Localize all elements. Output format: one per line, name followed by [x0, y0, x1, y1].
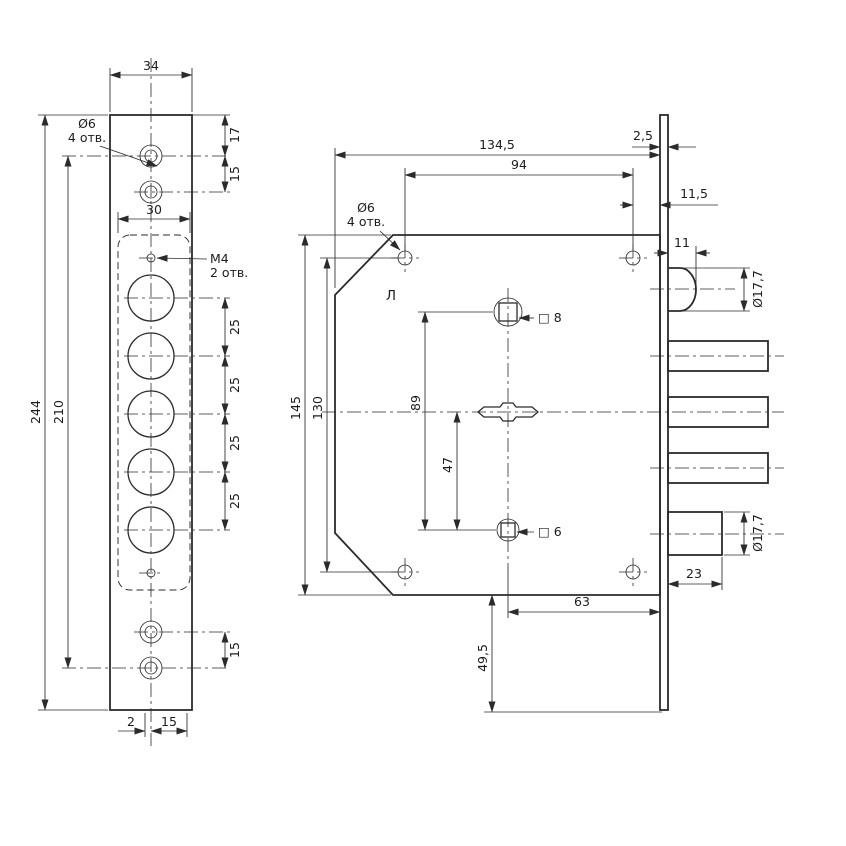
keyhole: [476, 402, 540, 422]
dim-25-2: 25: [227, 377, 242, 393]
dim-15-foot: 15: [161, 714, 177, 729]
handing-letter: Л: [386, 288, 396, 304]
deadbolt-1: [667, 340, 769, 372]
dim-25-3: 25: [227, 435, 242, 451]
hidden-body-outline: [117, 234, 191, 591]
dim-134-5: 134,5: [479, 137, 515, 152]
front-view: 34 Ø6 4 отв. 17 15 30 M4 2 отв.: [28, 58, 248, 746]
dim-11-5: 11,5: [680, 186, 708, 201]
square-6-label: □ 6: [538, 524, 562, 539]
square-8-label: □ 8: [538, 310, 562, 325]
side-centerlines: [322, 288, 784, 566]
dim-17: 17: [227, 127, 242, 143]
dim-94: 94: [511, 157, 527, 172]
m4-label: M4: [210, 251, 229, 266]
m4-qty-label: 2 отв.: [210, 265, 248, 280]
dim-25-4: 25: [227, 493, 242, 509]
dim-2-5: 2,5: [633, 128, 653, 143]
dim-210: 210: [51, 400, 66, 424]
hole-qty-label: 4 отв.: [68, 130, 106, 145]
latch-bolt: [667, 511, 723, 556]
side-dimensions: 134,5 94 2,5 11,5 11 Ø17,7: [288, 128, 765, 713]
dim-15-bottom: 15: [227, 642, 242, 658]
dim-130: 130: [310, 396, 325, 420]
dim-34: 34: [143, 58, 159, 73]
dia-17-7-top: Ø17,7: [750, 270, 765, 308]
side-view: 134,5 94 2,5 11,5 11 Ø17,7: [288, 114, 784, 713]
dim-47: 47: [440, 457, 455, 473]
dim-25-1: 25: [227, 319, 242, 335]
dim-11: 11: [674, 235, 690, 250]
hole-dia-label: Ø6: [78, 116, 96, 131]
deadbolt-3: [667, 452, 769, 484]
dim-2: 2: [127, 714, 135, 729]
dim-63: 63: [574, 594, 590, 609]
dim-49-5: 49,5: [475, 644, 490, 672]
dim-145: 145: [288, 396, 303, 420]
hole-dia-label: Ø6: [357, 200, 375, 215]
bottom-square-hole: [500, 522, 516, 538]
cylinder-bolt: [668, 267, 697, 312]
dim-244: 244: [28, 400, 43, 424]
dia-17-7-bottom: Ø17,7: [750, 514, 765, 552]
screw-holes: [62, 144, 230, 680]
faceplate-front-outline: [109, 114, 193, 711]
dim-23: 23: [686, 566, 702, 581]
dim-89: 89: [408, 395, 423, 411]
top-square-hole: [498, 302, 518, 322]
front-dimensions: 34 Ø6 4 отв. 17 15 30 M4 2 отв.: [28, 58, 248, 737]
dim-30: 30: [146, 202, 162, 217]
hole-qty-label: 4 отв.: [347, 214, 385, 229]
bolt-holes: [124, 274, 230, 554]
dim-15-top: 15: [227, 166, 242, 182]
top-spindle-boss: [493, 297, 523, 327]
deadbolt-2: [667, 396, 769, 428]
